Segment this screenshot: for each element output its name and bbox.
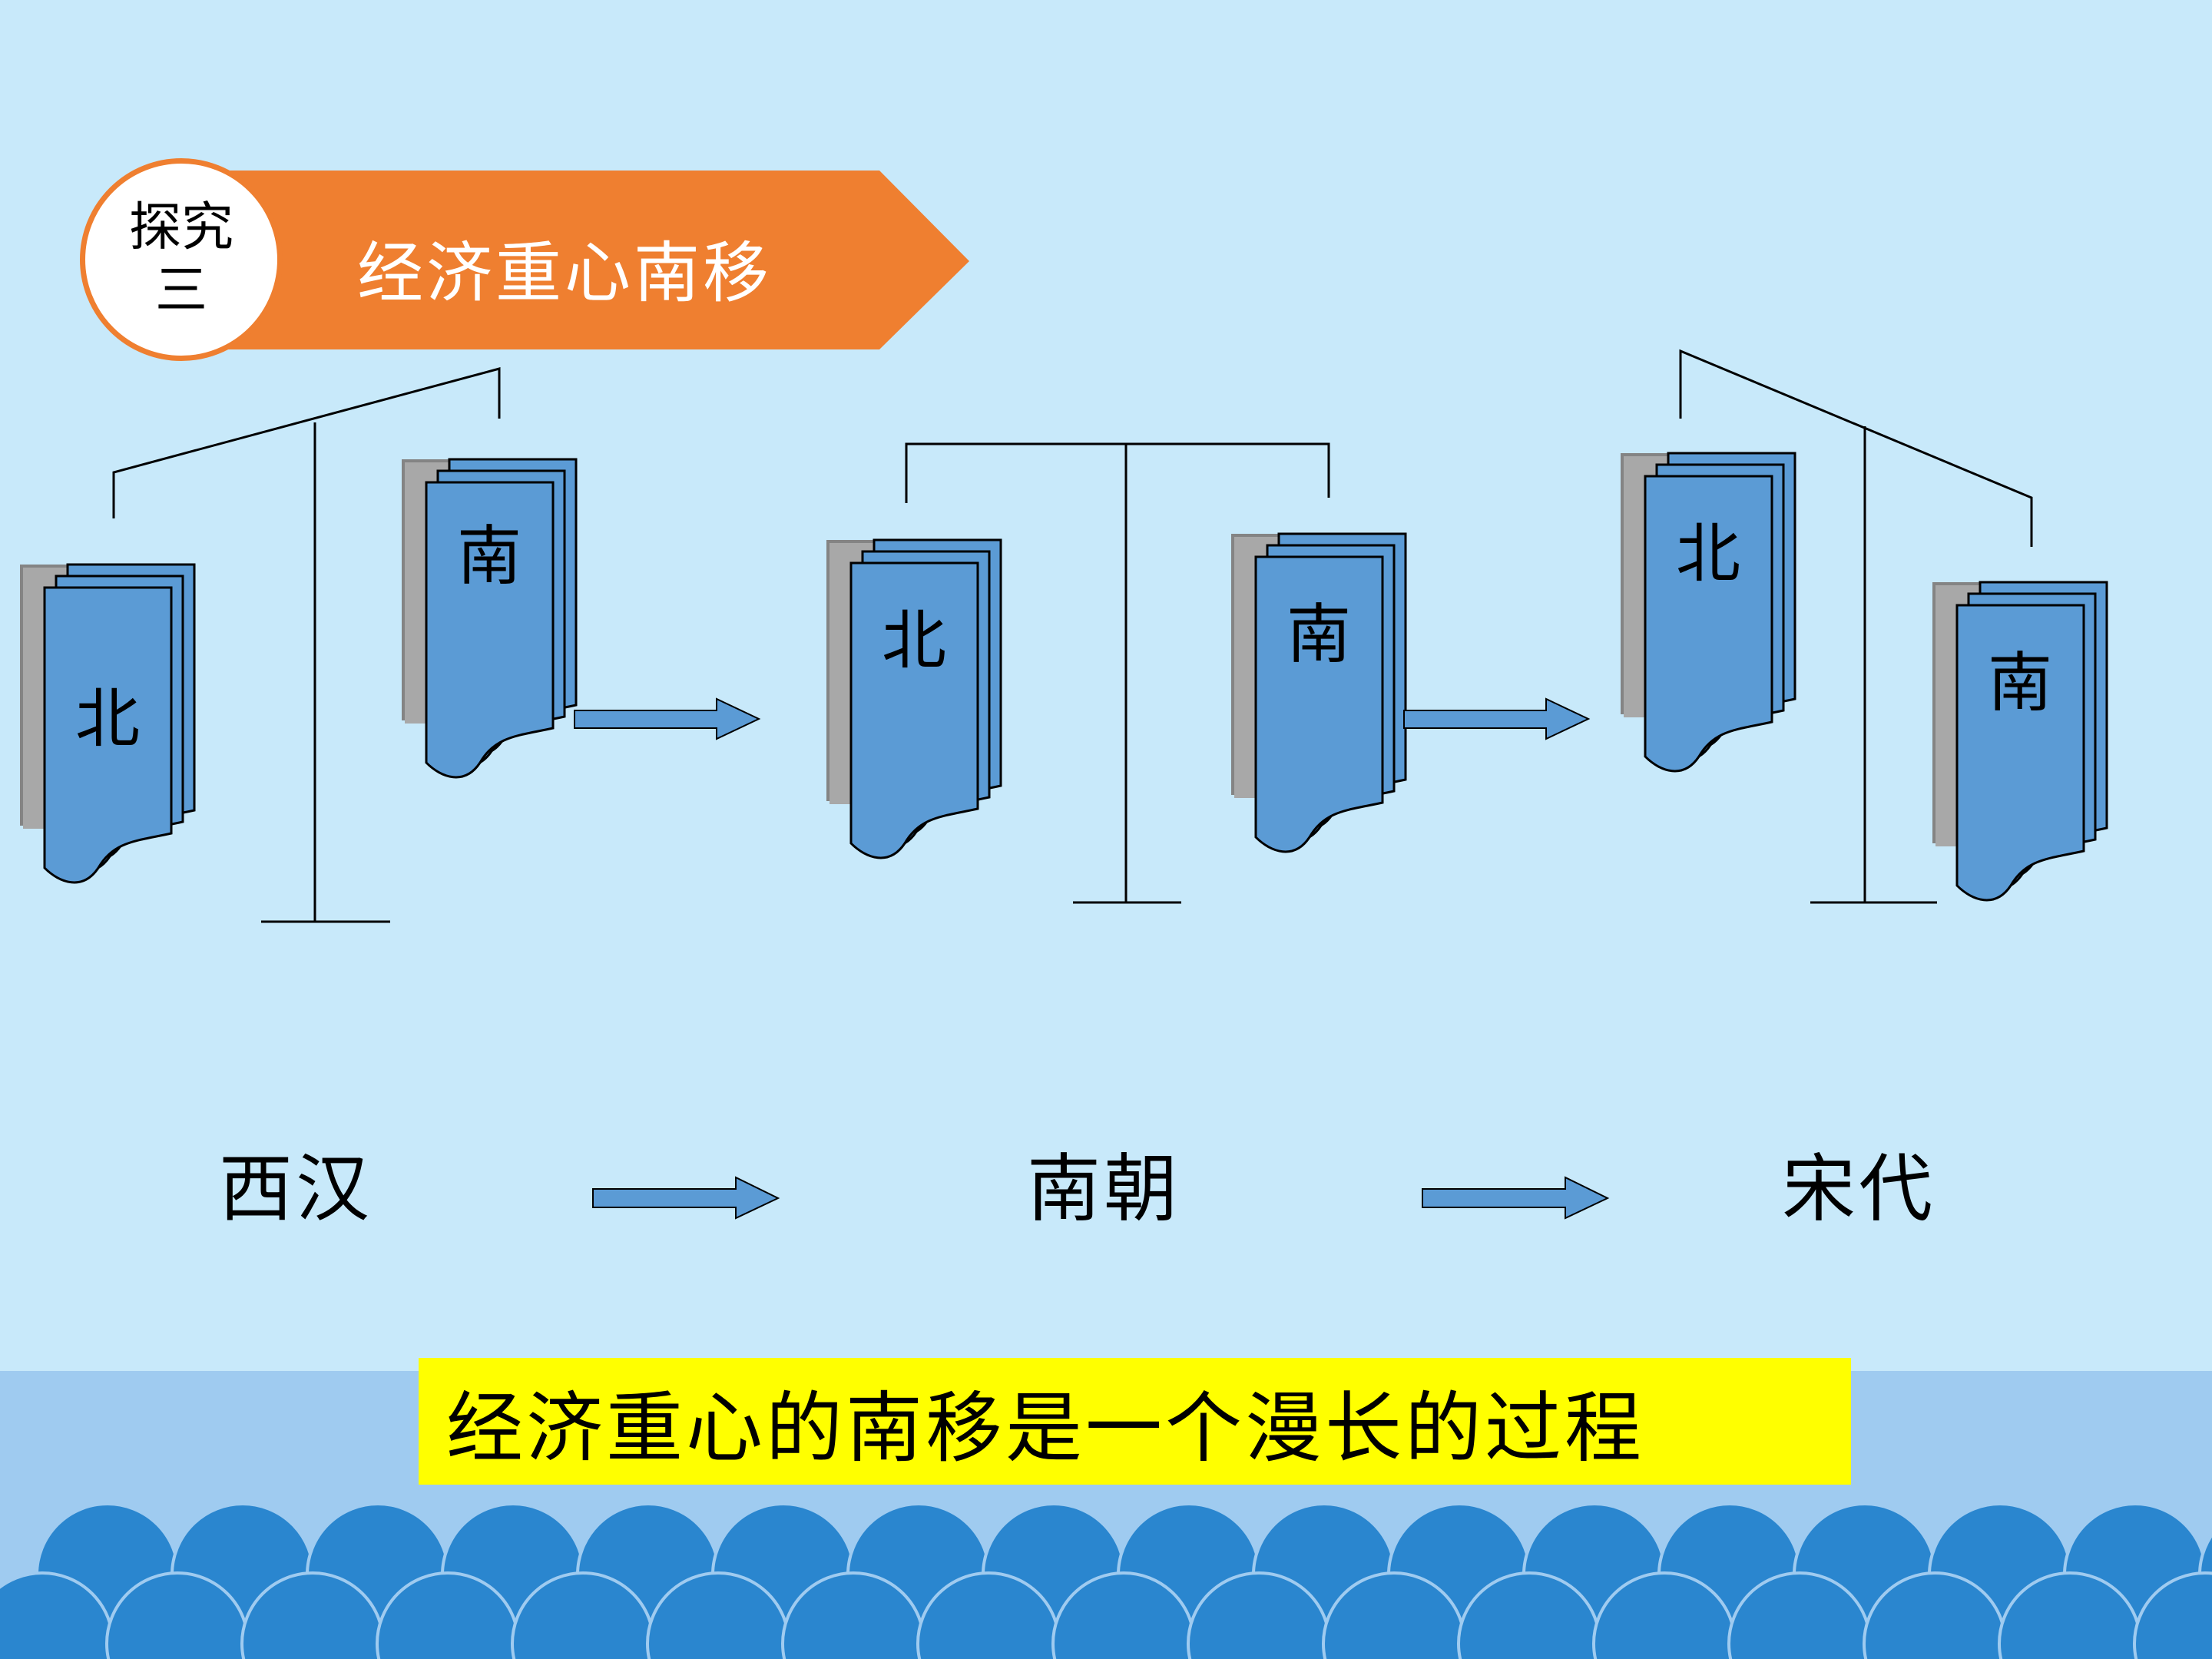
document-stack-south: 南 [1231, 534, 1406, 852]
document-stack-south: 南 [402, 459, 576, 777]
slide-title: 经济重心南移 [357, 235, 772, 312]
conclusion-banner: 经济重心的南移是一个漫长的过程 [419, 1358, 1851, 1485]
north-label: 北 [882, 603, 946, 678]
arrow-right-icon [1422, 1176, 1610, 1220]
south-label: 南 [1988, 645, 2052, 720]
section-badge: 探究 三 [80, 158, 283, 361]
era-label-xihan: 西汉 [219, 1146, 373, 1232]
arrow-right-icon [592, 1176, 780, 1220]
arrow-right-icon [574, 697, 761, 740]
document-stack-north: 北 [826, 540, 1001, 858]
era-label-songdai: 宋代 [1782, 1146, 1936, 1232]
badge-line-1: 探究 [128, 197, 233, 259]
south-label: 南 [457, 518, 522, 594]
document-stack-north: 北 [1621, 453, 1795, 771]
scale-xihan: 北 南 [20, 367, 576, 923]
document-stack-north: 北 [20, 565, 194, 882]
title-banner [200, 171, 969, 349]
wave-decoration [0, 1502, 2212, 1659]
arrow-right-icon [1403, 697, 1591, 740]
scale-nanchao: 北 南 [826, 442, 1406, 904]
north-label: 北 [1676, 516, 1740, 591]
scale-songdai: 北 南 [1621, 349, 2107, 904]
era-label-nanchao: 南朝 [1027, 1146, 1181, 1232]
badge-line-2: 三 [154, 260, 207, 321]
wave-scallop [2133, 1571, 2212, 1659]
document-stack-south: 南 [1932, 582, 2107, 900]
north-label: 北 [75, 681, 140, 757]
south-label: 南 [1286, 597, 1351, 672]
